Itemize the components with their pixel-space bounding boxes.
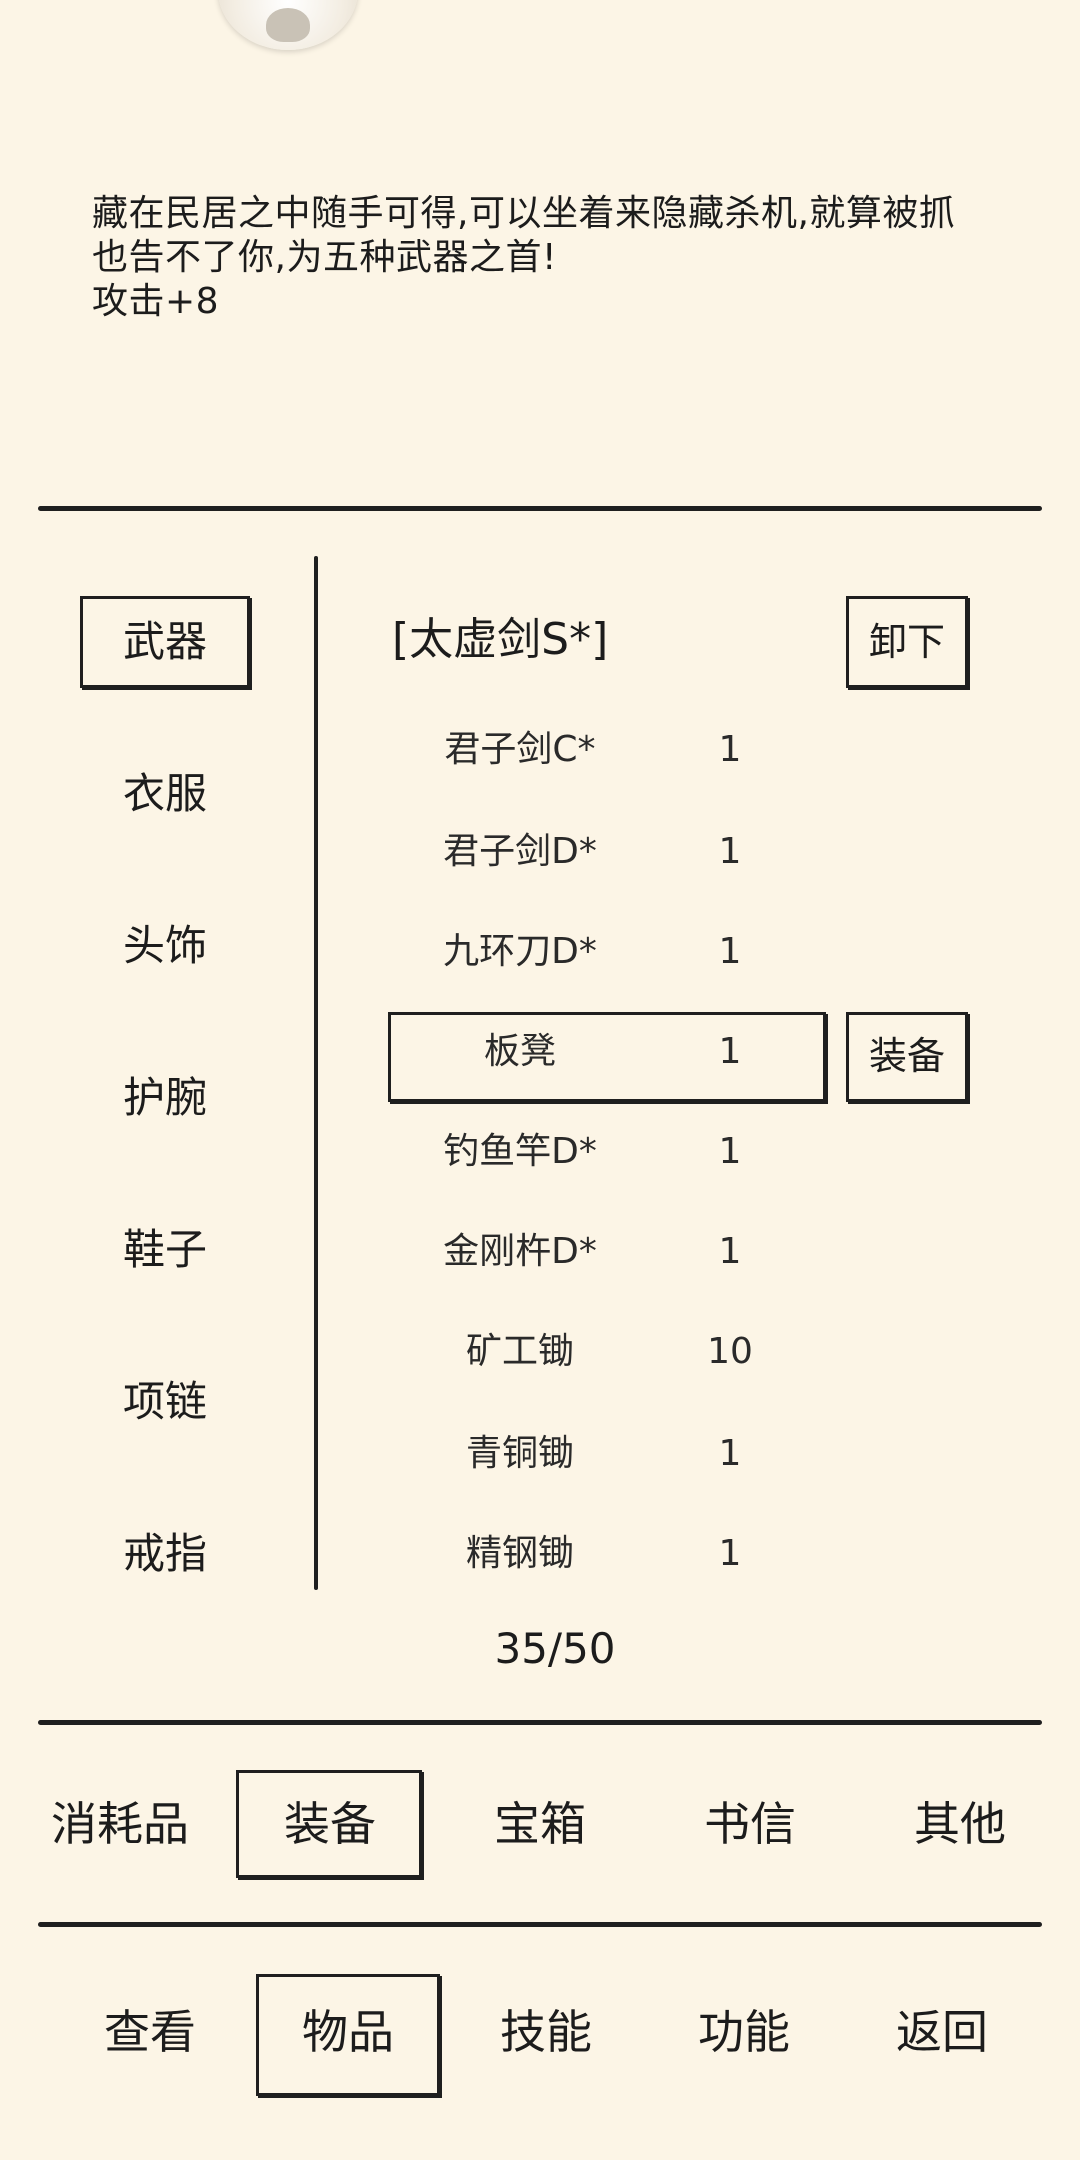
column-divider — [314, 556, 318, 1590]
item-name: 青铜锄 — [465, 1433, 574, 1474]
item-description: 藏在民居之中随手可得,可以坐着来隐藏杀机,就算被抓 也告不了你,为五种武器之首!… — [92, 192, 1012, 324]
nav-view[interactable]: 查看 — [104, 2005, 196, 2059]
equip-button[interactable] — [846, 1012, 968, 1102]
divider — [38, 1922, 1042, 1927]
item-quantity: 10 — [707, 1331, 753, 1372]
list-item[interactable]: 君子剑C* 1 — [380, 700, 840, 800]
list-item[interactable]: 钓鱼竿D* 1 — [380, 1102, 840, 1202]
item-quantity: 1 — [718, 1533, 742, 1574]
item-quantity: 1 — [718, 729, 742, 770]
nav-functions[interactable]: 功能 — [698, 2005, 790, 2059]
item-list[interactable]: 君子剑C* 1 君子剑D* 1 九环刀D* 1 板凳 1 钓鱼竿D* 1 金刚杵… — [380, 729, 840, 1592]
item-name: 矿工锄 — [465, 1331, 574, 1372]
tab-chests[interactable]: 宝箱 — [494, 1797, 586, 1851]
divider — [38, 506, 1042, 511]
item-quantity: 1 — [718, 1433, 742, 1474]
tab-consumables[interactable]: 消耗品 — [51, 1797, 189, 1851]
attack-stat: 攻击+8 — [92, 281, 220, 322]
item-quantity: 1 — [718, 931, 742, 972]
list-item-selected[interactable]: 板凳 1 — [380, 1002, 840, 1102]
selected-item-frame — [388, 1012, 826, 1102]
tab-other[interactable]: 其他 — [914, 1797, 1006, 1851]
avatar[interactable] — [218, 0, 358, 50]
item-quantity: 1 — [718, 1131, 742, 1172]
category-headwear[interactable]: 头饰 — [122, 921, 207, 970]
list-item[interactable]: 君子剑D* 1 — [380, 802, 840, 902]
category-necklace[interactable]: 项链 — [122, 1377, 207, 1426]
item-name: 九环刀D* — [443, 931, 597, 972]
nav-skills[interactable]: 技能 — [500, 2005, 592, 2059]
item-name: 精钢锄 — [465, 1533, 574, 1574]
item-name: 君子剑C* — [444, 729, 596, 770]
description-line: 藏在民居之中随手可得,可以坐着来隐藏杀机,就算被抓 — [92, 193, 956, 234]
nav-back[interactable]: 返回 — [896, 2005, 988, 2059]
inventory-capacity: 35/50 — [494, 1624, 616, 1673]
list-item[interactable]: 青铜锄 1 — [380, 1404, 840, 1504]
list-item[interactable]: 矿工锄 10 — [380, 1302, 840, 1402]
category-weapon[interactable]: 武器 — [122, 617, 207, 666]
item-name: 板凳 — [483, 1031, 556, 1072]
unequip-button[interactable] — [846, 596, 968, 688]
equipped-item-name: [太虚剑S*] — [392, 614, 609, 665]
tab-letters[interactable]: 书信 — [704, 1797, 796, 1851]
list-item[interactable]: 精钢锄 1 — [380, 1504, 840, 1604]
list-item[interactable]: 九环刀D* 1 — [380, 902, 840, 1002]
item-name: 钓鱼竿D* — [443, 1131, 597, 1172]
category-clothes[interactable]: 衣服 — [122, 769, 207, 818]
item-name: 君子剑D* — [443, 831, 597, 872]
equip-button-label: 装备 — [868, 1034, 945, 1078]
nav-items[interactable]: 物品 — [302, 2005, 394, 2059]
category-ring[interactable]: 戒指 — [122, 1529, 207, 1578]
selected-nav-tab-frame — [256, 1974, 440, 2096]
category-shoes[interactable]: 鞋子 — [122, 1225, 207, 1274]
description-line: 也告不了你,为五种武器之首! — [92, 237, 557, 278]
category-bracer[interactable]: 护腕 — [122, 1073, 207, 1122]
unequip-button-label: 卸下 — [868, 620, 945, 664]
item-quantity: 1 — [718, 1031, 742, 1072]
tab-equipment[interactable]: 装备 — [284, 1797, 376, 1851]
selected-category-frame — [80, 596, 250, 688]
list-item[interactable]: 金刚杵D* 1 — [380, 1202, 840, 1302]
selected-item-tab-frame — [236, 1770, 422, 1878]
item-quantity: 1 — [718, 1231, 742, 1272]
item-quantity: 1 — [718, 831, 742, 872]
divider — [38, 1720, 1042, 1725]
item-name: 金刚杵D* — [443, 1231, 597, 1272]
avatar-face — [266, 8, 310, 42]
